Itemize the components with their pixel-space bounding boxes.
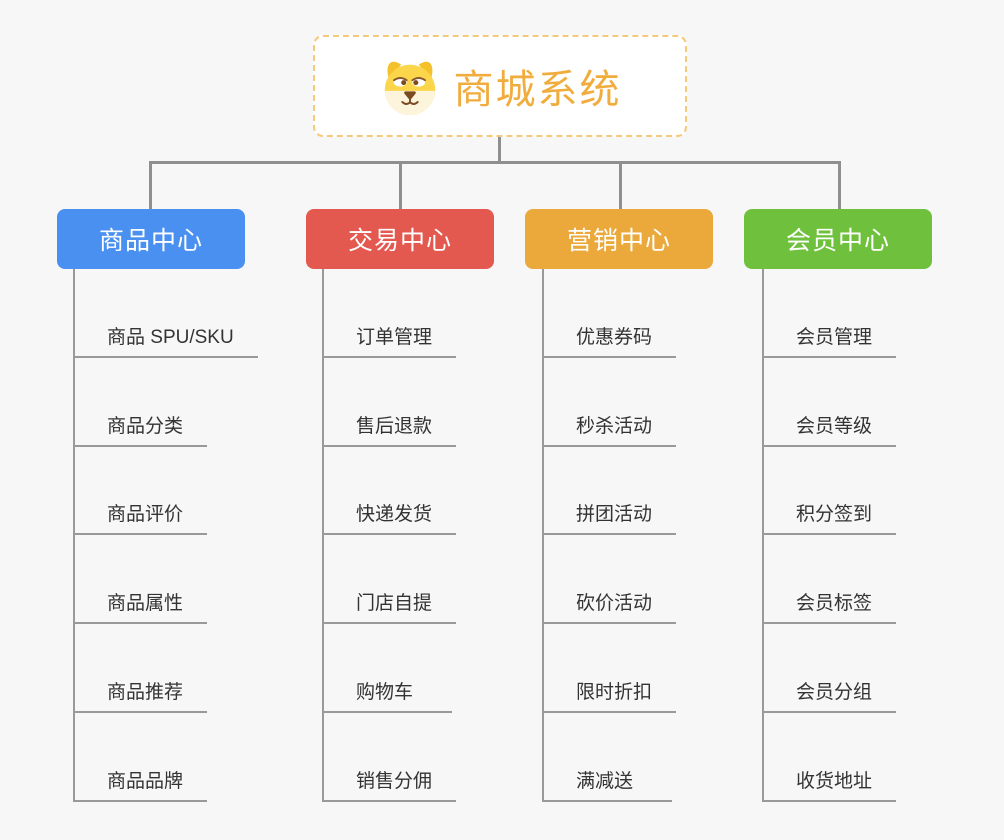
connector-root-drop: [498, 137, 501, 162]
leaf-node-product-brand[interactable]: 商品品牌: [73, 713, 208, 802]
connector-drop-trade: [399, 161, 402, 210]
leaf-node-member-tag[interactable]: 会员标签: [762, 535, 897, 625]
leaf-node-member-management[interactable]: 会员管理: [762, 269, 897, 358]
root-title: 商城系统: [453, 68, 622, 112]
leaf-node-shipping-address[interactable]: 收货地址: [762, 713, 897, 802]
leaf-node-bargain-activity[interactable]: 砍价活动: [542, 535, 677, 625]
column-trade-center: 订单管理 售后退款 快递发货 门店自提 购物车 销售分佣: [322, 269, 457, 802]
branch-node-product-center[interactable]: 商品中心: [57, 209, 245, 269]
branch-node-trade-center[interactable]: 交易中心: [306, 209, 494, 269]
trunk-line-trade: [322, 269, 324, 802]
trunk-line-marketing: [542, 269, 544, 802]
leaf-node-store-pickup[interactable]: 门店自提: [322, 535, 457, 625]
leaf-node-product-recommend[interactable]: 商品推荐: [73, 624, 208, 714]
branch-node-member-center[interactable]: 会员中心: [744, 209, 932, 269]
leaf-node-order-management[interactable]: 订单管理: [322, 269, 457, 358]
branch-node-marketing-center[interactable]: 营销中心: [525, 209, 713, 269]
trunk-line-member: [762, 269, 764, 802]
leaf-node-express-delivery[interactable]: 快递发货: [322, 447, 457, 536]
column-product-center: 商品 SPU/SKU 商品分类 商品评价 商品属性 商品推荐 商品品牌: [73, 269, 258, 802]
leaf-node-product-review[interactable]: 商品评价: [73, 447, 208, 536]
column-member-center: 会员管理 会员等级 积分签到 会员标签 会员分组 收货地址: [762, 269, 897, 802]
leaf-node-flash-sale[interactable]: 秒杀活动: [542, 358, 677, 447]
leaf-node-product-attribute[interactable]: 商品属性: [73, 535, 208, 625]
trunk-line-product: [73, 269, 75, 802]
connector-drop-member: [838, 161, 841, 210]
dog-face-icon: [384, 61, 435, 116]
root-node[interactable]: 商城系统: [313, 35, 687, 137]
leaf-node-product-spu-sku[interactable]: 商品 SPU/SKU: [73, 269, 258, 358]
leaf-node-points-checkin[interactable]: 积分签到: [762, 447, 897, 536]
leaf-node-time-limited-discount[interactable]: 限时折扣: [542, 624, 677, 714]
leaf-node-sales-commission[interactable]: 销售分佣: [322, 713, 457, 802]
leaf-node-spend-and-save[interactable]: 满减送: [542, 713, 672, 802]
connector-drop-marketing: [619, 161, 622, 210]
leaf-node-product-category[interactable]: 商品分类: [73, 358, 208, 447]
leaf-node-member-level[interactable]: 会员等级: [762, 358, 897, 447]
connector-drop-product: [149, 161, 152, 210]
leaf-node-aftersale-refund[interactable]: 售后退款: [322, 358, 457, 447]
leaf-node-member-group[interactable]: 会员分组: [762, 624, 897, 714]
leaf-node-shopping-cart[interactable]: 购物车: [322, 624, 452, 714]
column-marketing-center: 优惠券码 秒杀活动 拼团活动 砍价活动 限时折扣 满减送: [542, 269, 677, 802]
leaf-node-group-buy[interactable]: 拼团活动: [542, 447, 677, 536]
connector-horizontal-bar: [149, 161, 841, 164]
leaf-node-coupon-code[interactable]: 优惠券码: [542, 269, 677, 358]
